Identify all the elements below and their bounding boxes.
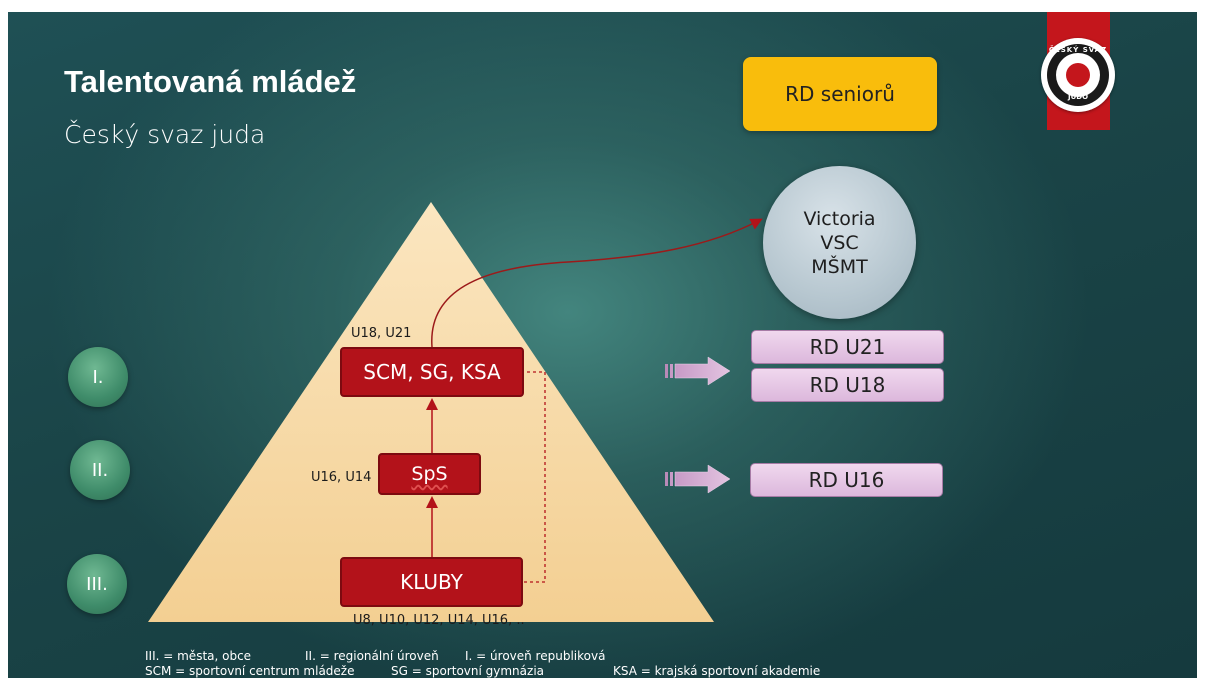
victoria-line-2: VSC xyxy=(820,231,859,254)
legend-item: II. = regionální úroveň xyxy=(305,649,439,663)
rd-u18-box: RD U18 xyxy=(751,368,944,402)
legend-item: I. = úroveň republiková xyxy=(465,649,606,663)
age-label-bottom: U8, U10, U12, U14, U16, .. xyxy=(353,613,525,628)
logo-text-top: ČESKÝ SVAZ xyxy=(1048,46,1108,54)
logo-dot xyxy=(1066,63,1090,87)
logo-text-bottom: JUDO xyxy=(1067,93,1089,101)
age-label-top: U18, U21 xyxy=(351,326,412,341)
legend-item: KSA = krajská sportovní akademie xyxy=(613,664,821,678)
rd-seniors-box: RD seniorů xyxy=(743,57,937,131)
arrow-to-rd-u16 xyxy=(665,464,731,494)
arrow-scm-to-victoria xyxy=(431,218,763,348)
box-kluby: KLUBY xyxy=(340,557,523,607)
slide: Talentovaná mládež Český svaz juda xyxy=(8,12,1197,678)
victoria-line-3: MŠMT xyxy=(811,255,868,278)
box-scm-sg-ksa: SCM, SG, KSA xyxy=(340,347,524,397)
victoria-circle: Victoria VSC MŠMT xyxy=(763,166,916,319)
legend-item: SCM = sportovní centrum mládeže xyxy=(145,664,355,678)
level-circle-1: I. xyxy=(68,347,128,407)
box-sps: SpS xyxy=(378,453,481,495)
legend: III. = města, obce II. = regionální úrove… xyxy=(145,649,820,678)
legend-row-2: SCM = sportovní centrum mládeže SG = spor… xyxy=(145,664,820,678)
rd-u21-box: RD U21 xyxy=(751,330,944,364)
age-label-middle: U16, U14 xyxy=(311,470,372,485)
slide-title: Talentovaná mládež xyxy=(64,64,357,99)
dashed-link-kluby-scm xyxy=(524,371,546,583)
box-sps-label: SpS xyxy=(411,463,448,485)
level-circle-3: III. xyxy=(67,554,127,614)
level-circle-2: II. xyxy=(70,440,130,500)
arrow-to-rd-u21-u18 xyxy=(665,356,731,386)
rd-u16-box: RD U16 xyxy=(750,463,943,497)
legend-item: III. = města, obce xyxy=(145,649,252,663)
box-scm-label: SCM, SG, KSA xyxy=(363,360,501,384)
pyramid-shape xyxy=(148,202,714,622)
diagram-graphics xyxy=(148,202,763,622)
judo-logo: ČESKÝ SVAZ JUDO xyxy=(1041,38,1115,112)
box-kluby-label: KLUBY xyxy=(400,570,463,594)
legend-row-1: III. = města, obce II. = regionální úrove… xyxy=(145,649,820,664)
legend-item: SG = sportovní gymnázia xyxy=(391,664,544,678)
victoria-line-1: Victoria xyxy=(803,207,876,230)
slide-subtitle: Český svaz juda xyxy=(64,120,266,149)
